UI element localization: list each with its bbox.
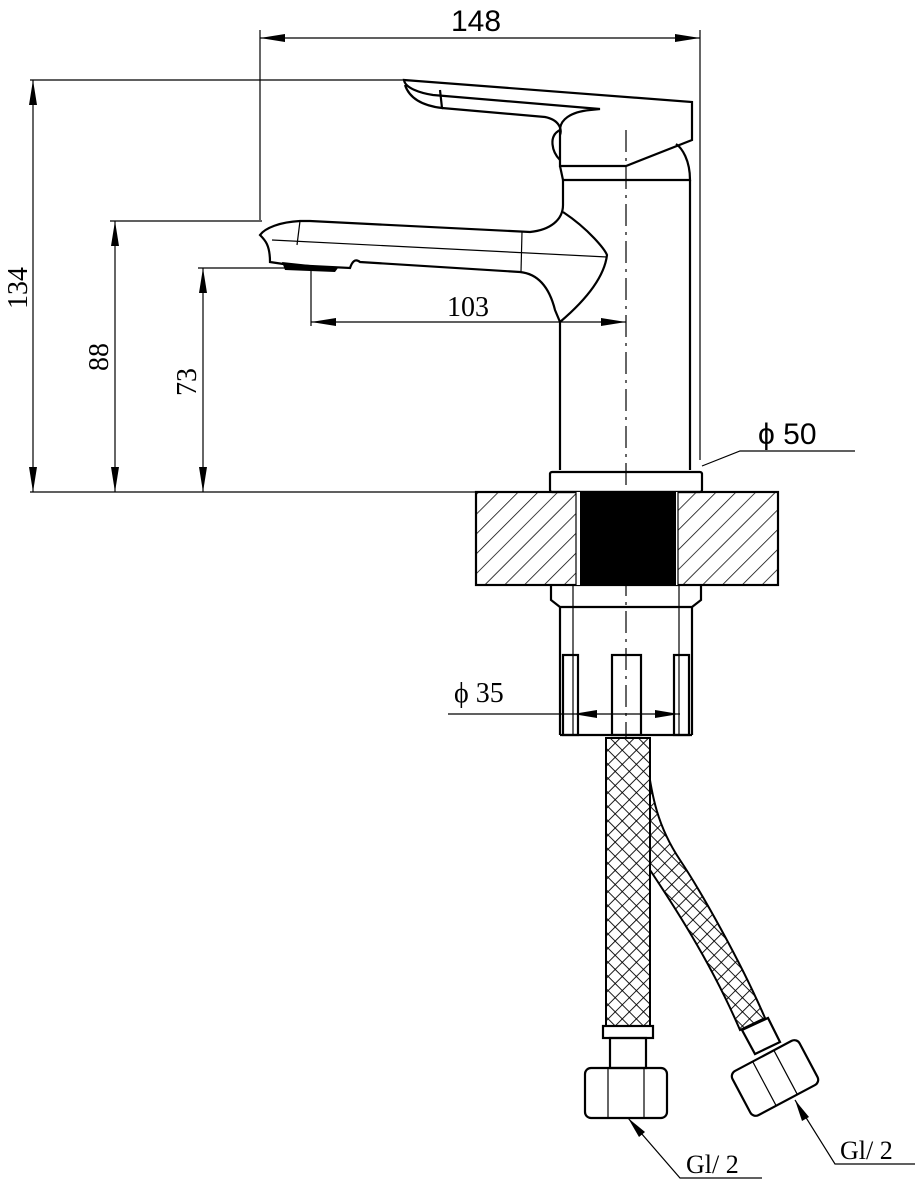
dimension-88: 88 [84,221,119,492]
dimension-148: 148 [259,5,701,460]
shank-slot [610,653,643,737]
dimension-label-148: 148 [451,5,501,38]
dimension-134: 134 [3,80,37,492]
supply-hose-right [638,737,820,1117]
shank-slot [561,653,580,737]
hose-nut-right [730,1039,820,1117]
countertop-section [474,490,780,587]
thread-label-left: Gl/ 2 [627,1117,762,1179]
dimension-label-88: 88 [84,343,115,371]
dimension-label-103: 103 [447,292,489,323]
faucet-body [258,78,694,470]
hose-nut-left [583,1066,669,1120]
dimension-phi-35: ϕ 35 [448,678,680,718]
supply-hose-left [583,737,669,1120]
dimension-phi-50: ϕ 50 [701,418,855,467]
dimension-103: 103 [310,270,626,326]
dimension-label-73: 73 [172,368,203,396]
dimension-label-phi-35: ϕ 35 [454,678,504,709]
thread-label-right-text: Gl/ 2 [840,1136,893,1165]
dimension-label-phi-50: ϕ 50 [758,418,817,451]
dimension-73: 73 [172,268,207,492]
shank-slot [672,653,691,737]
thread-label-right: Gl/ 2 [794,1099,915,1165]
thread-label-left-text: Gl/ 2 [686,1150,739,1179]
dimension-label-134: 134 [3,267,34,309]
